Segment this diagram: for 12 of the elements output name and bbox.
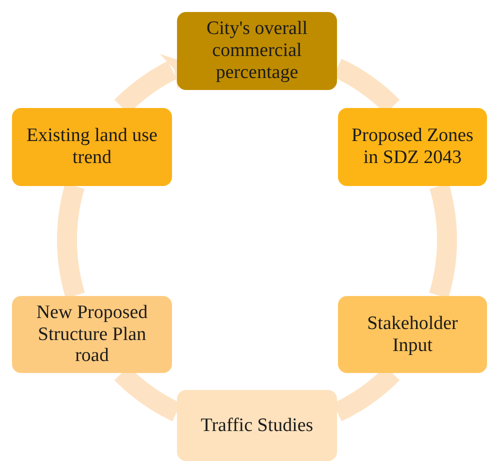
step-label: Traffic Studies [200,414,314,436]
step-label: Proposed Zones in SDZ 2043 [350,125,474,169]
cycle-step-box [177,12,337,90]
cycle-step-box [338,296,487,373]
step-label: Existing land use trend [26,125,158,169]
step-label: New Proposed Structure Plan road [35,302,149,368]
cycle-step-box [177,390,337,461]
cycle-step-box [12,108,172,186]
cycle-step-box [12,296,172,373]
cycle-step-box [338,108,487,186]
step-label: Stakeholder Input [366,312,459,356]
step-label: City's overall commercial percentage [205,18,309,84]
